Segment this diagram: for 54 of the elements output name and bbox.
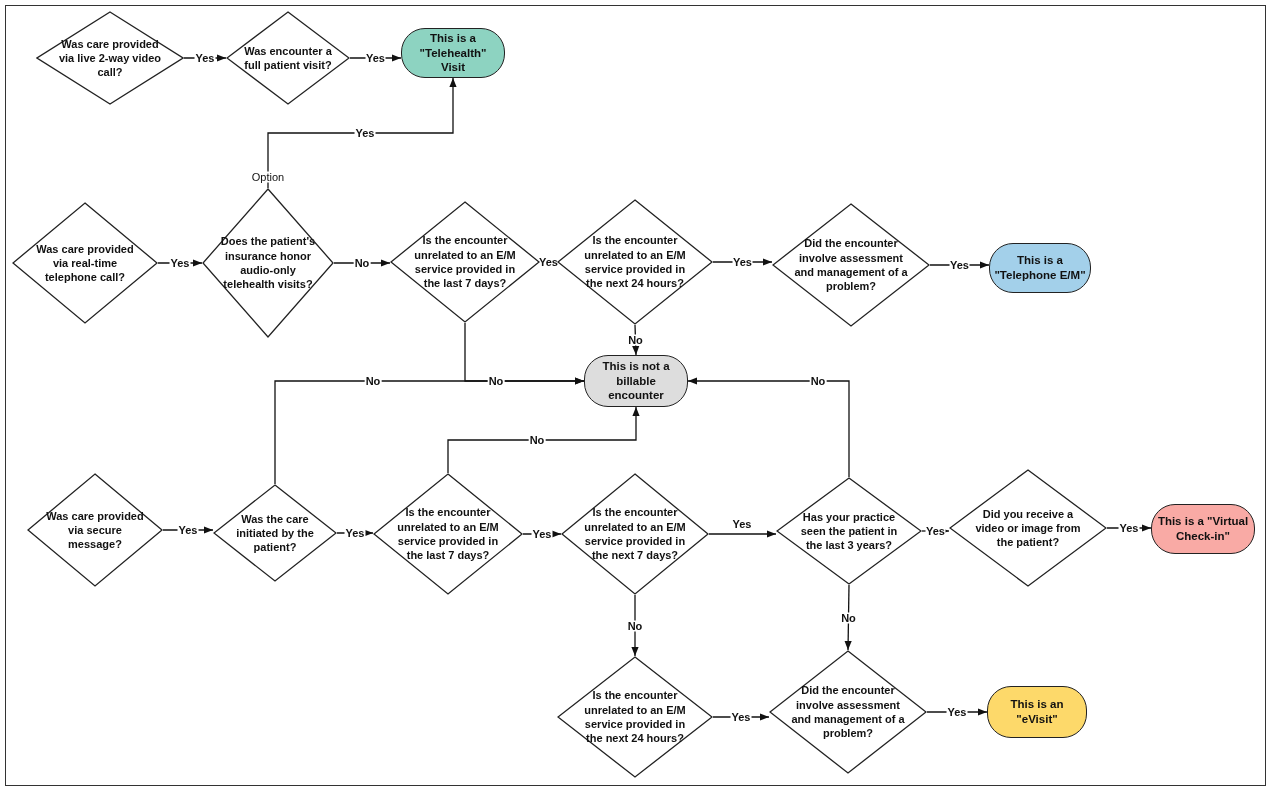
arrow [274,377,585,485]
question-text: Was encounter a full patient visit? [243,43,333,73]
question-text: Did the encounter involve assessment and management of a problem? [790,683,906,741]
terminal-box [584,355,688,407]
question-text: Is the encounter unrelated to an E/M service provided in the next 24 hours? [583,688,687,746]
edge-label: Yes [732,256,753,268]
question-text: Did you receive a video or image from the patient? [974,506,1082,550]
terminal-box [401,28,505,78]
result-text: This is not a billable encounter [601,358,671,404]
edge-label: Yes [531,528,553,540]
edge-label: Yes [1118,522,1140,534]
edge-label: Yes [344,527,366,539]
edge-label: Yes [946,706,968,718]
edge-label: Yes [730,711,752,723]
edge-label: No [626,620,644,631]
question-text: Was care provided via live 2-way video call? [57,36,163,80]
question-text: Is the encounter unrelated to an E/M service provided in the next 24 hours? [583,233,687,291]
terminal-box [1151,504,1255,554]
question-text: Has your practice seen the patient in the last 3 years? [799,509,899,553]
arrow [687,377,850,478]
terminal-box [987,686,1087,738]
result-text: This is a "Telephone E/M" [994,253,1086,283]
arrow [333,259,391,267]
question-text: Does the patient's insurance honor audio-only telehealth visits? [219,234,317,292]
result-text: This is a "Virtual Check-in" [1156,514,1250,544]
edge-label: No [528,434,546,446]
question-text: Was care provided via real-time telephone call? [35,241,135,285]
edge-label: No [364,375,382,387]
question-text: Is the encounter unrelated to an E/M service provided in the next 7 days? [583,505,687,563]
arrow [631,594,639,657]
terminal-box [989,243,1091,293]
edge-label: Yes [731,518,753,530]
question-text: Was care provided via secure message? [45,508,145,552]
arrow [708,530,777,538]
question-text: Is the encounter unrelated to an E/M service provided in the last 7 days? [413,233,517,291]
result-text: This is a "Telehealth" Visit [418,30,488,76]
edge-label: Yes [949,259,970,271]
edge-label: Yes [354,127,376,139]
arrow [447,406,640,474]
edge-label: No [353,257,371,269]
edge-label: Yes [365,52,386,64]
result-text: This is an "eVisit" [1009,697,1065,727]
arrow [267,77,457,189]
edge-label: No [627,334,644,346]
edge-label: Yes [169,257,191,269]
edge-label: No [809,375,827,387]
question-text: Is the encounter unrelated to an E/M service provided in the last 7 days? [396,505,500,563]
option-note: Option [250,171,286,183]
question-text: Did the encounter involve assessment and management of a problem? [793,236,909,294]
edge-label: Yes [177,524,199,536]
edge-label: Yes [194,52,216,64]
edge-label: No [487,375,505,387]
edge-label: No [840,612,857,623]
question-text: Was the care initiated by the patient? [235,511,315,555]
